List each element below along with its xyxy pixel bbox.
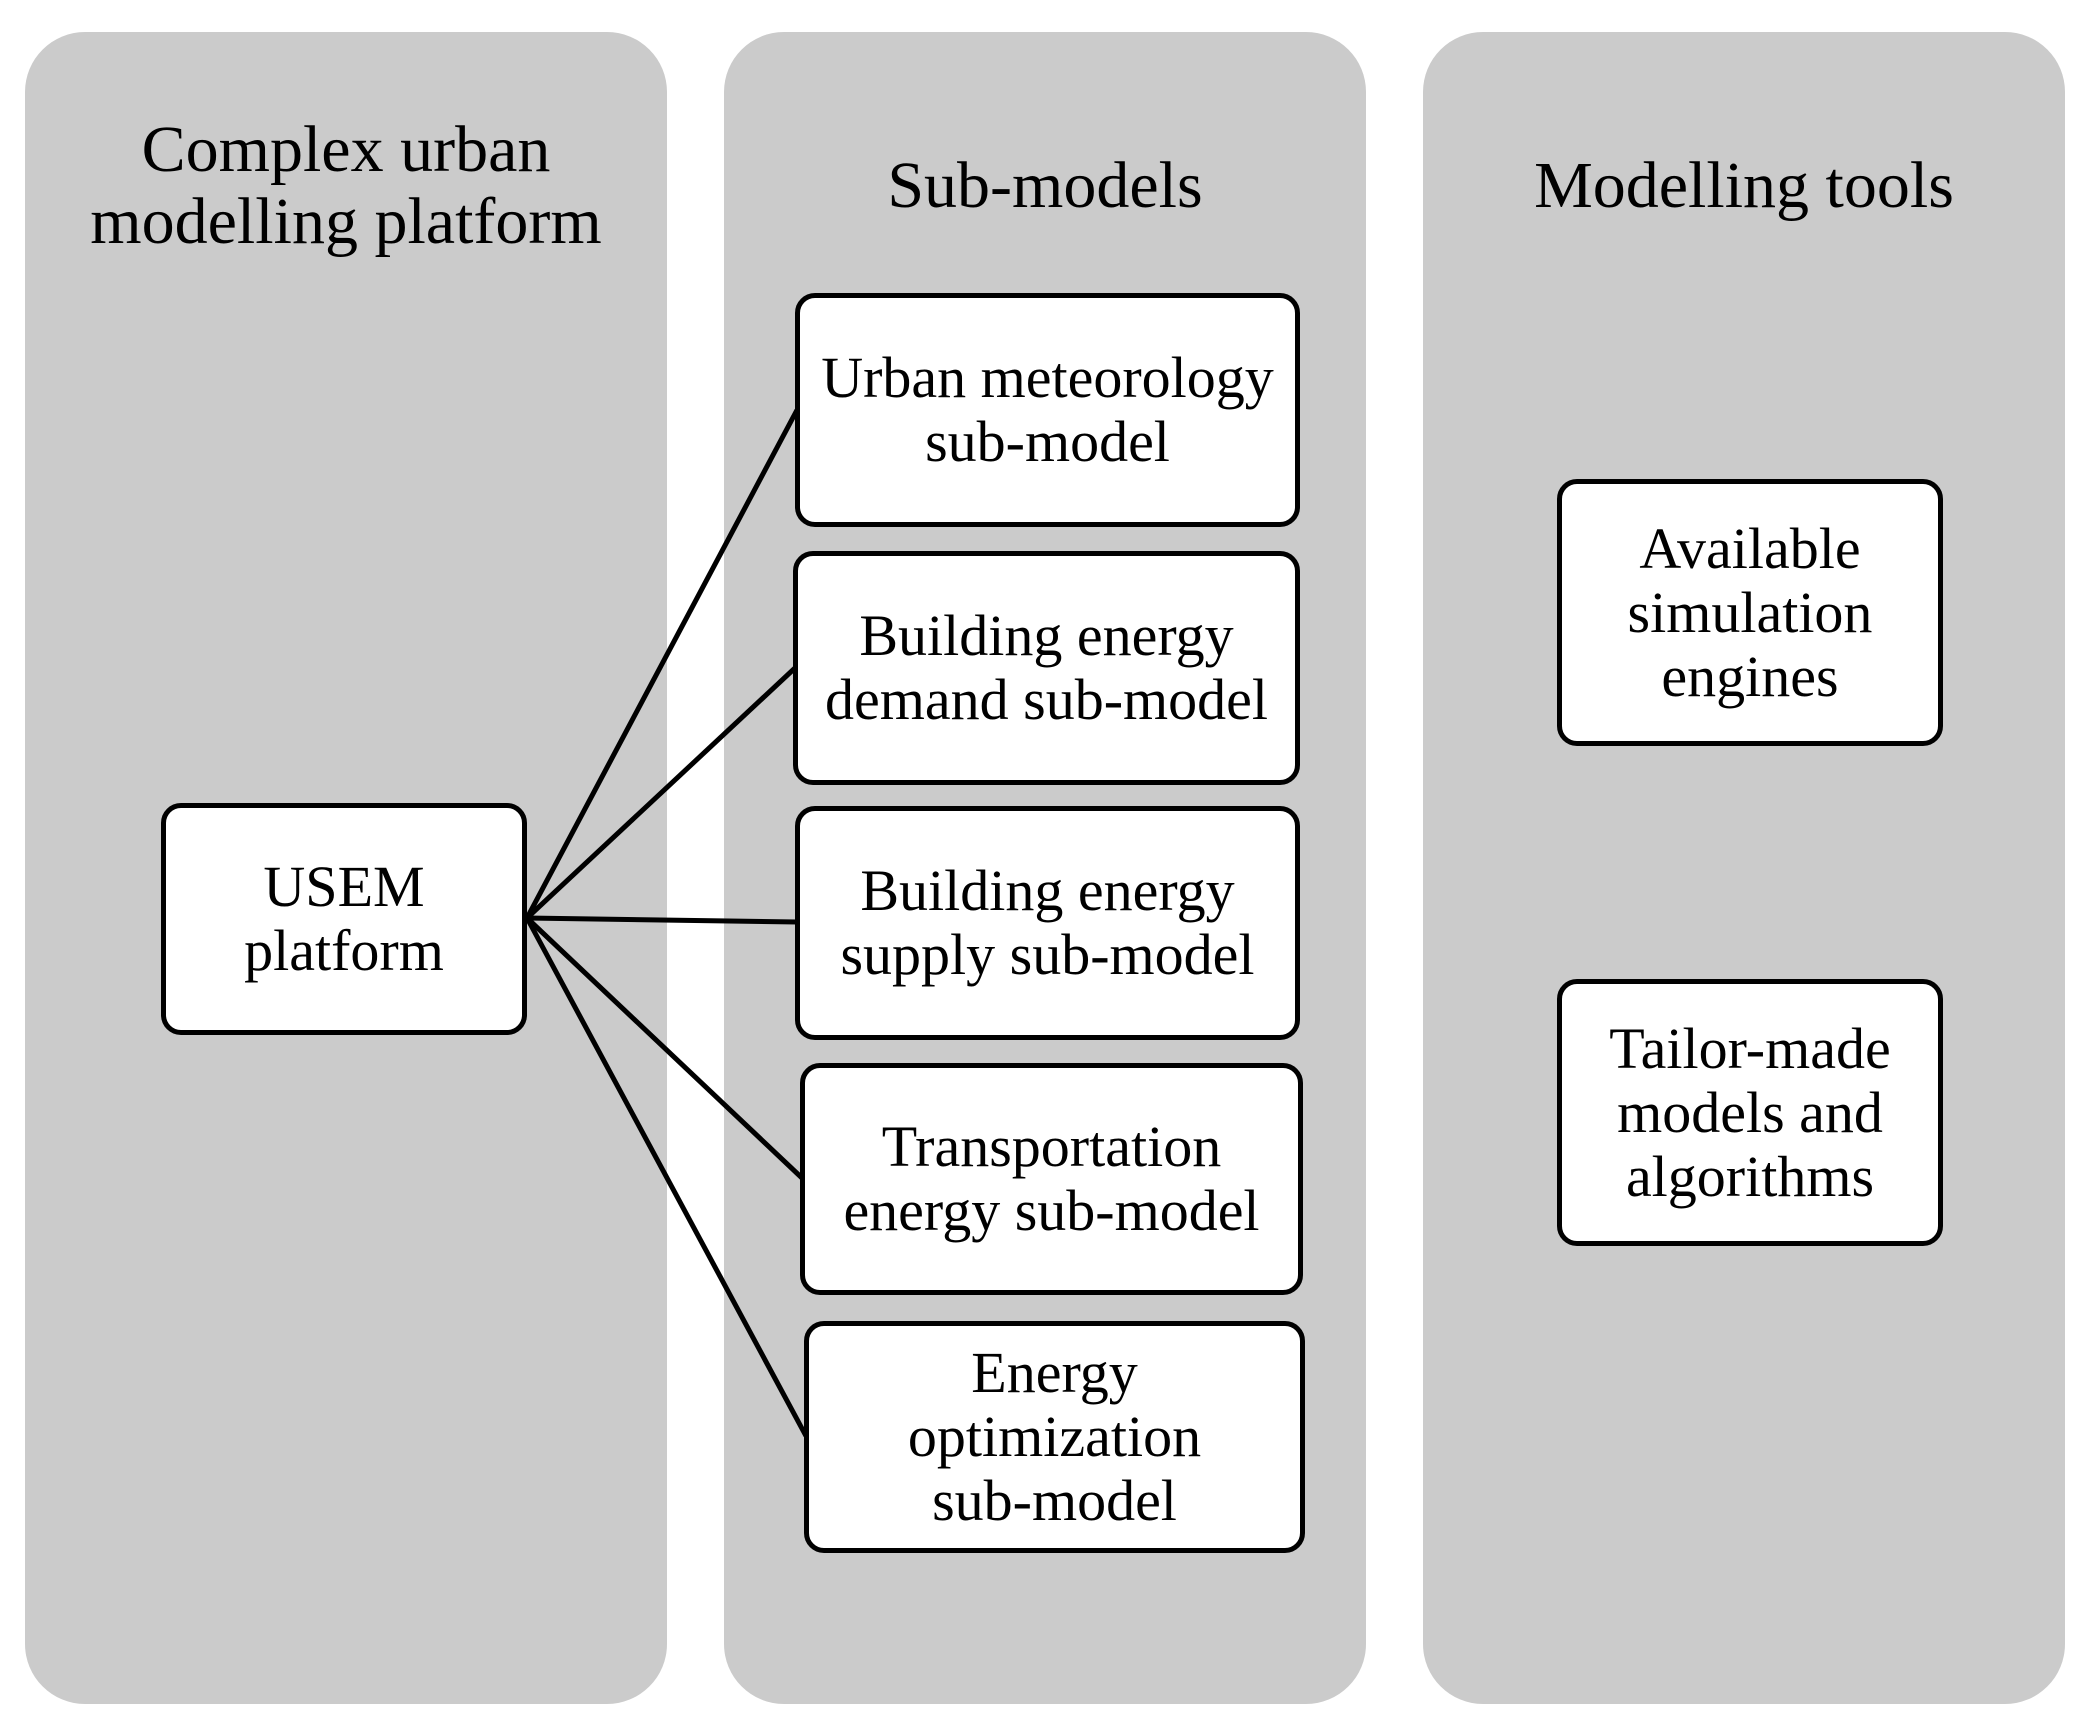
submodel-energy-optimization-box: Energy optimization sub-model: [804, 1321, 1305, 1553]
connector-line: [524, 916, 809, 1438]
submodel-building-demand-box: Building energy demand sub-model: [793, 551, 1300, 785]
platform-column: Complex urban modelling platform: [25, 32, 667, 1704]
usem-platform-box: USEM platform: [161, 803, 527, 1035]
tool-simulation-engines-box: Available simulation engines: [1557, 479, 1943, 746]
submodel-urban-meteorology-box: Urban meteorology sub-model: [795, 293, 1300, 527]
submodel-transportation-box: Transportation energy sub-model: [800, 1063, 1303, 1295]
connector-line: [524, 408, 800, 920]
connector-line: [525, 916, 804, 1180]
submodel-building-supply-box: Building energy supply sub-model: [795, 806, 1300, 1040]
connector-line: [525, 666, 797, 920]
tools-column: Modelling tools: [1423, 32, 2065, 1704]
submodels-column-title: Sub-models: [887, 149, 1203, 222]
platform-column-title: Complex urban modelling platform: [90, 113, 602, 258]
connector-line: [526, 915, 798, 925]
tools-column-title: Modelling tools: [1534, 149, 1954, 222]
tool-tailor-made-box: Tailor-made models and algorithms: [1557, 979, 1943, 1246]
